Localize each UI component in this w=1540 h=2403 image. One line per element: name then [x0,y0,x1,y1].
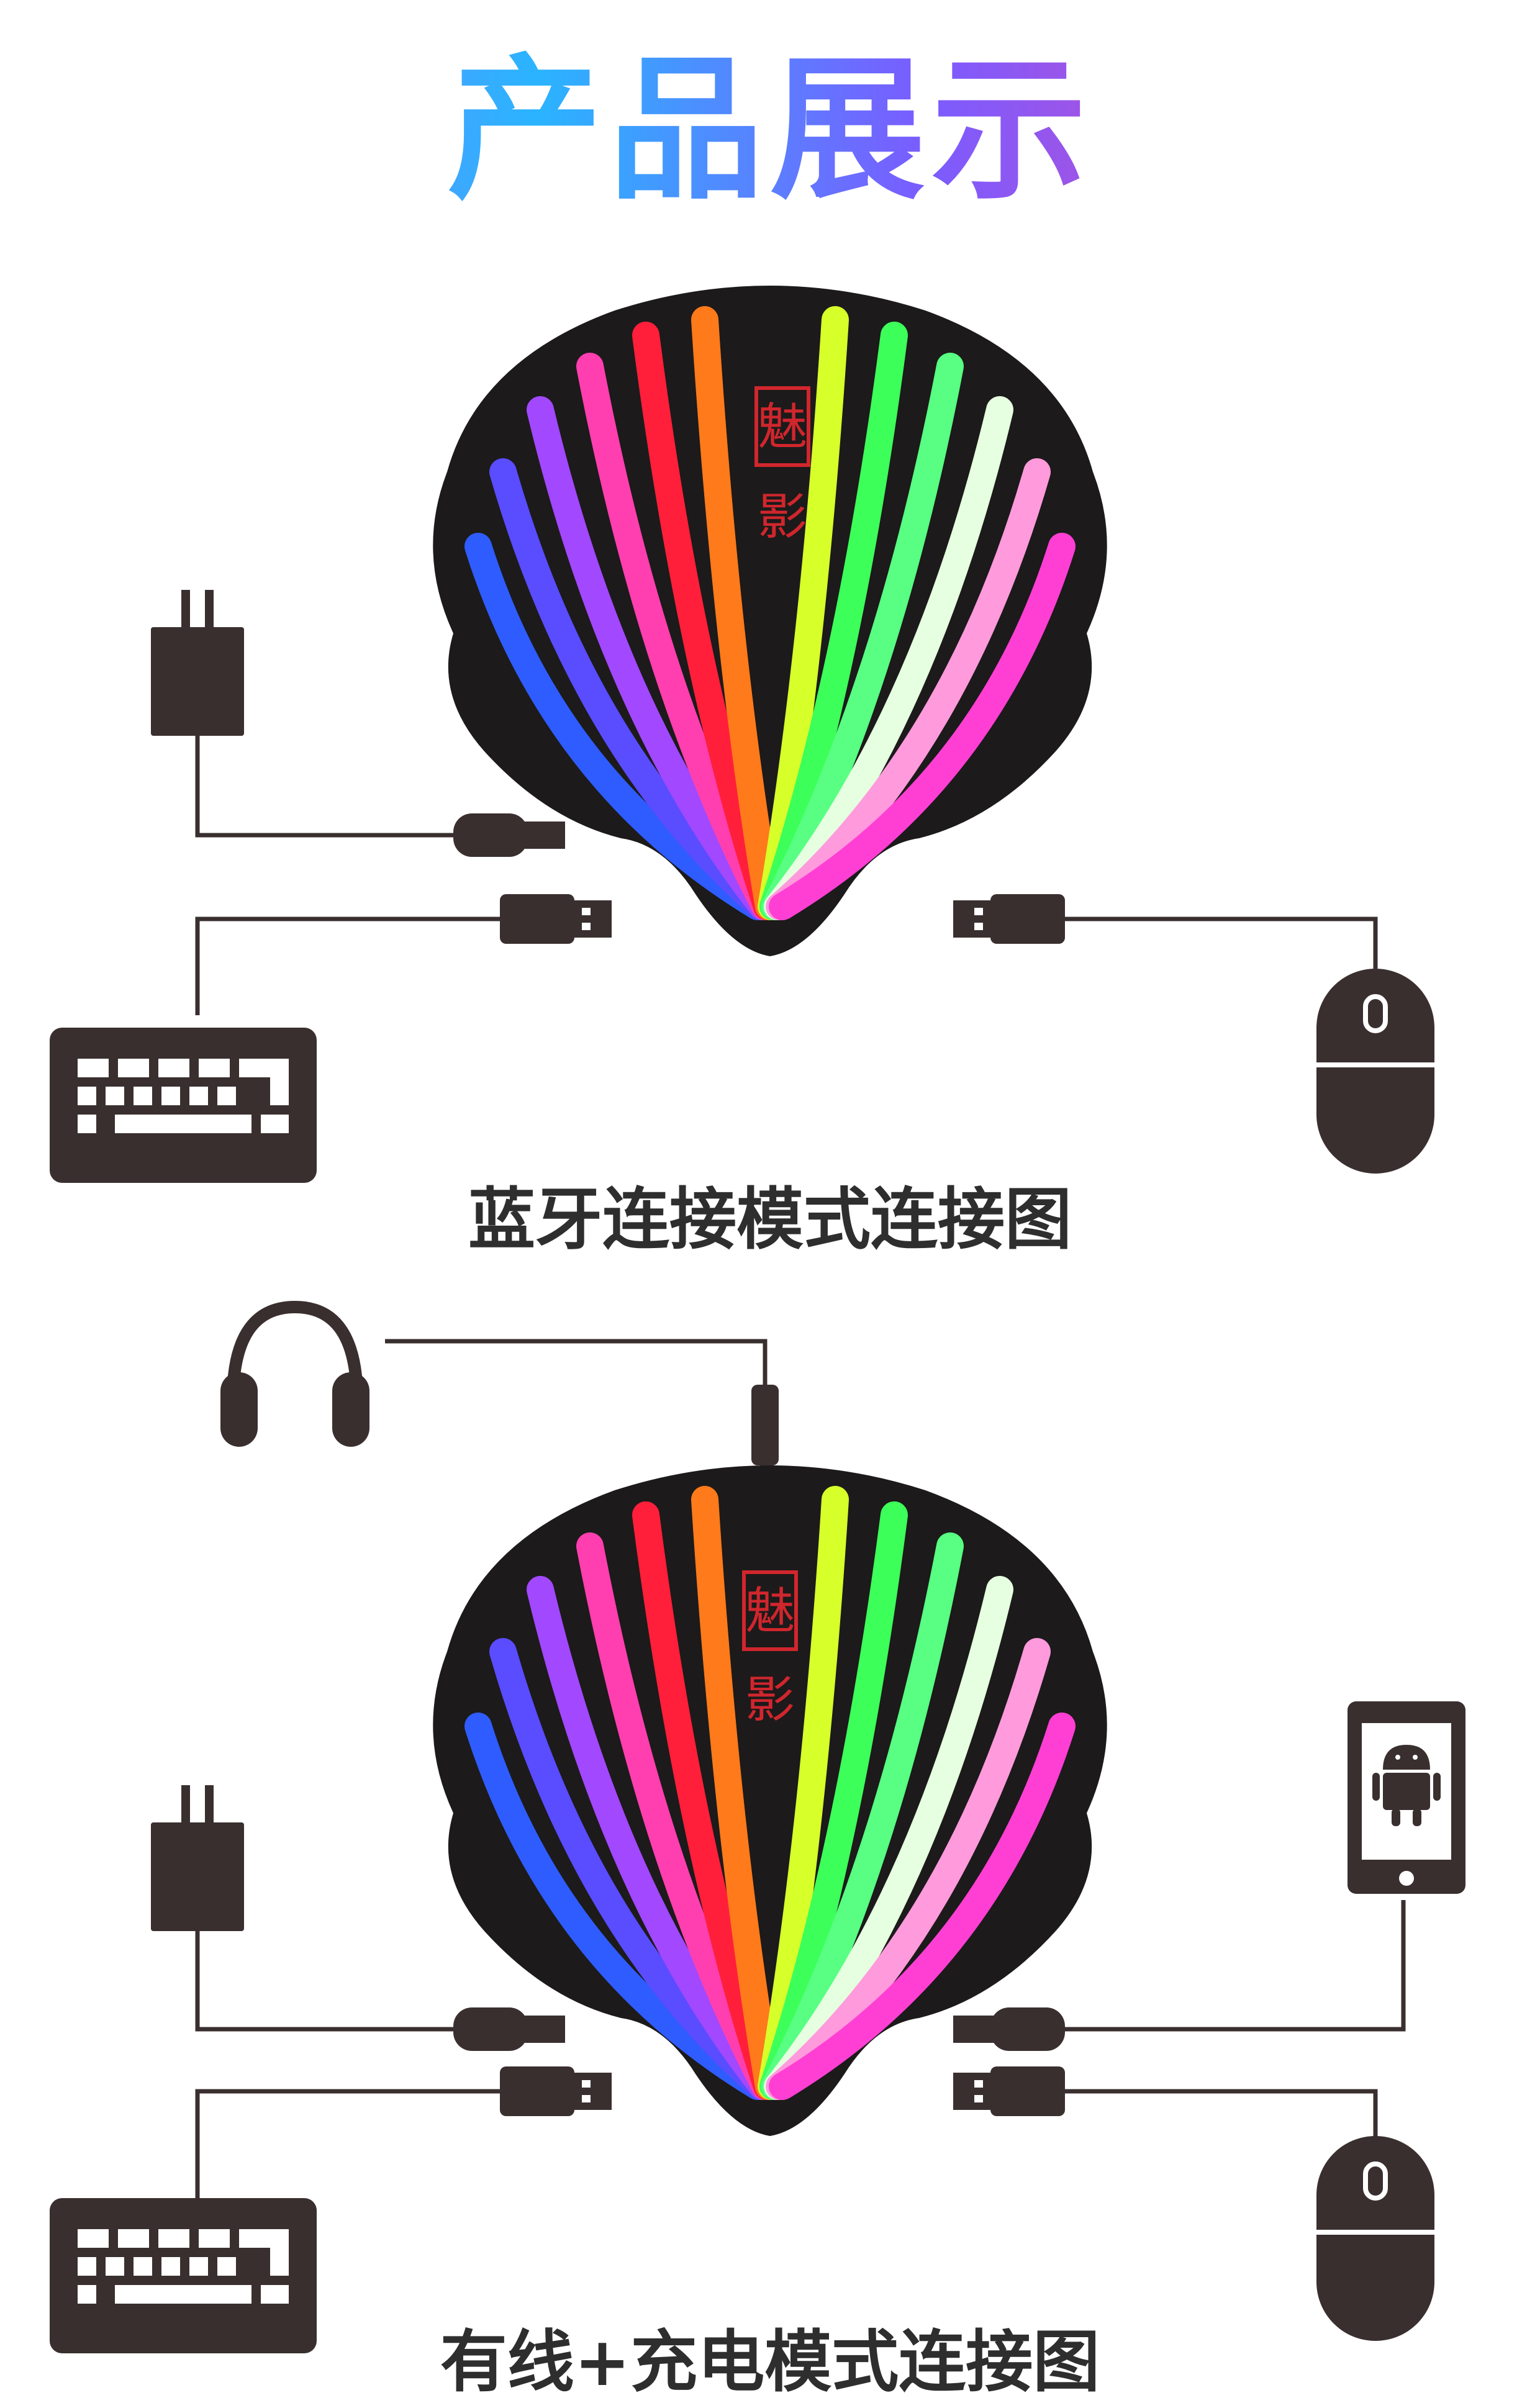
bluetooth-diagram: 魅 影 [50,286,1434,1183]
headphones-icon [220,1300,369,1447]
seal-char-1: 魅 [745,1582,795,1640]
mouse-icon [1316,2136,1434,2341]
keyboard-icon [50,1028,317,1183]
bluetooth-mode-caption: 蓝牙连接模式连接图 [468,1181,1072,1259]
mouse-icon [1316,969,1434,1174]
seal-char-2: 影 [745,1671,795,1729]
wired-mode-caption: 有线+充电模式连接图 [440,2324,1100,2401]
android-icon [1372,1745,1441,1826]
charger-icon [151,1785,244,1931]
usb-plug-icon [500,2066,612,2116]
device-seal: 魅 影 [742,1570,798,1729]
usb-plug-icon [953,2007,1065,2051]
usb-plug-icon [453,813,565,857]
seal-char-2: 影 [758,488,807,546]
usb-plug-icon [953,894,1065,944]
cables [195,733,1378,1015]
cables [195,1339,1406,2204]
phone-icon [1348,1701,1465,1894]
device-seal: 魅 影 [754,386,810,546]
usb-plug-icon [453,2007,565,2051]
usb-plug-icon [953,2066,1065,2116]
seal-char-1: 魅 [758,398,807,456]
wired-diagram: 魅 影 [50,1300,1465,2353]
page-title: 产品展示 [0,37,1540,224]
usb-plug-icon [500,894,612,944]
charger-icon [151,590,244,736]
